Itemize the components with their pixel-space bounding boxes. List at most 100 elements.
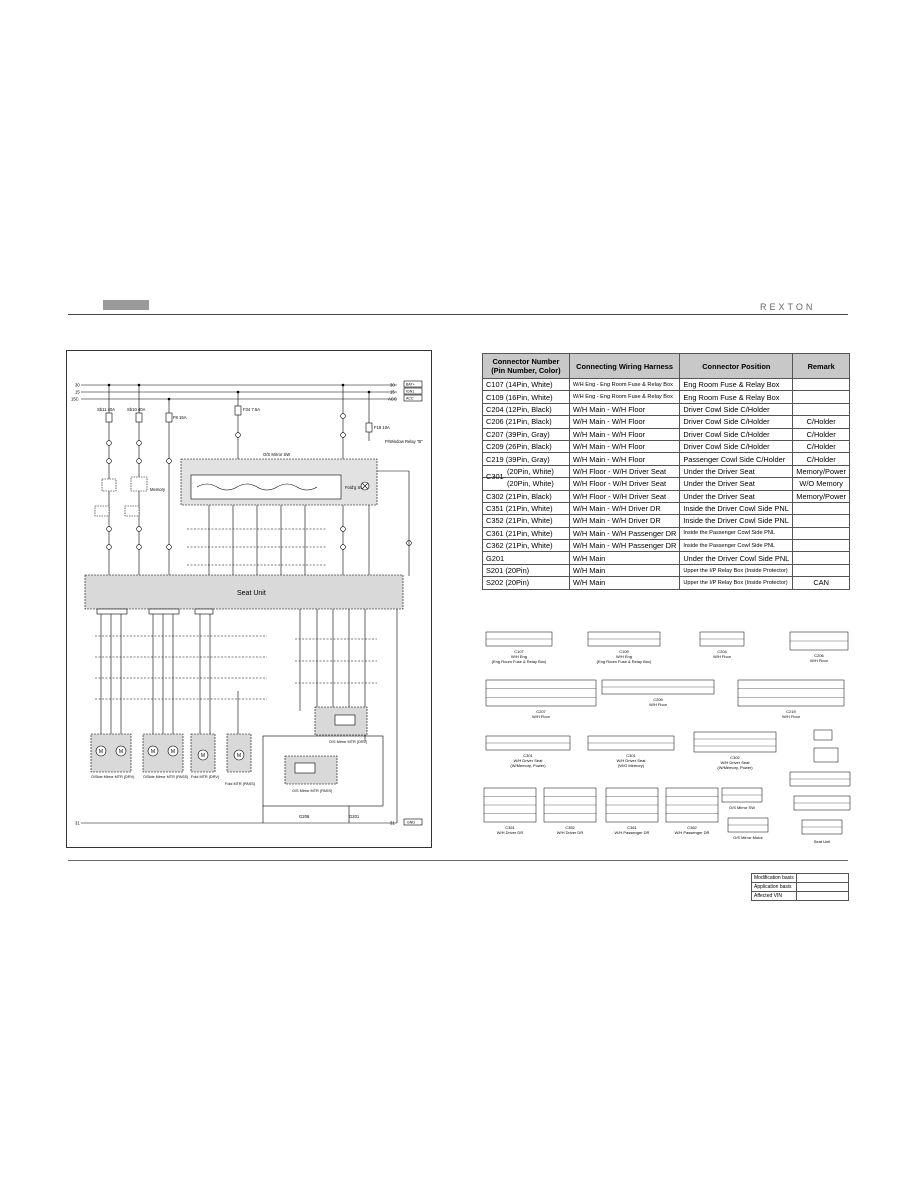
header-tab <box>103 300 149 310</box>
svg-text:W/H Floor: W/H Floor <box>713 654 732 659</box>
motor-label-2: O/Side Mirror MTR (PASS) <box>143 775 189 779</box>
svg-text:W/H Passenger DR: W/H Passenger DR <box>675 830 710 835</box>
table-row: C351 (21Pin, White)W/H Main - W/H Driver… <box>482 501 850 516</box>
svg-text:W/H Driver Seat: W/H Driver Seat <box>721 760 751 765</box>
connector-table: Connector Number (Pin Number, Color) Con… <box>482 353 850 590</box>
caption-c107: C107 <box>514 649 524 654</box>
fuse-f34: F34 7.5A <box>243 407 260 412</box>
caption-os-mirror-motor: O/S Mirror Motor <box>733 835 763 840</box>
caption-c352: C352 <box>565 825 575 830</box>
caption-c361: C361 <box>627 825 637 830</box>
caption-c206: C206 <box>814 653 824 658</box>
table-row: C301(20Pin, White)W/H Floor - W/H Driver… <box>482 464 850 481</box>
svg-text:(Eng Room Fuse & Relay Box): (Eng Room Fuse & Relay Box) <box>597 659 652 664</box>
svg-text:(W/Memory, Power): (W/Memory, Power) <box>510 763 546 768</box>
svg-text:W/H Eng: W/H Eng <box>511 654 527 659</box>
table-row: (20Pin, White)W/H Floor - W/H Driver Sea… <box>482 477 850 491</box>
svg-text:W/H Floor: W/H Floor <box>649 702 668 707</box>
fold-sw-label: Fold'g SW <box>345 485 364 490</box>
modification-table: Modification basis Application basis Aff… <box>751 873 850 901</box>
rail-label-left-1: 30 <box>75 383 80 388</box>
col-connector-number: Connector Number (Pin Number, Color) <box>482 353 570 379</box>
fuse-f8: F8 15A <box>173 415 187 420</box>
c301-label: C301 <box>486 471 504 481</box>
svg-text:W/H Driver Seat: W/H Driver Seat <box>514 758 544 763</box>
svg-text:M: M <box>171 749 175 755</box>
ground-g206: G206 <box>299 814 310 819</box>
svg-text:W/H Driver DR: W/H Driver DR <box>557 830 584 835</box>
svg-text:W/H Driver Seat: W/H Driver Seat <box>617 758 647 763</box>
caption-c209: C209 <box>653 697 663 702</box>
header-rule <box>68 314 848 315</box>
mirror-mtr-pass-label: O/S Mirror MTR (PASS) <box>292 789 333 793</box>
rail-tag-ign: IGN1 <box>406 390 414 394</box>
caption-c302: C302 <box>730 755 740 760</box>
svg-text:M: M <box>99 749 103 755</box>
rail-label-right-2: 15 <box>390 390 395 395</box>
svg-text:M: M <box>237 753 241 759</box>
ground-tag: GND <box>407 821 415 825</box>
svg-text:M: M <box>201 753 205 759</box>
caption-c219: C219 <box>786 709 796 714</box>
affected-vin-label: Affected VIN <box>751 891 797 901</box>
svg-text:W/H Floor: W/H Floor <box>810 658 829 663</box>
rail-label-left-2: 15 <box>75 390 80 395</box>
table-row: C109 (16Pin, White)W/H Eng - Eng Room Fu… <box>482 390 850 404</box>
table-row: C362 (21Pin, White)W/H Main - W/H Passen… <box>482 539 850 553</box>
motor-label-1: O/Side Mirror MTR (DRV) <box>91 775 135 779</box>
fuse-sb11: Sb11 40A <box>97 407 115 412</box>
ground-g201: G201 <box>349 814 360 819</box>
caption-c109: C109 <box>619 649 629 654</box>
brand-logo: REXTON <box>760 302 816 312</box>
caption-c204: C204 <box>717 649 727 654</box>
svg-text:W/H Eng: W/H Eng <box>616 654 632 659</box>
memory-label: Memory <box>150 487 166 492</box>
table-row: C107 (14Pin, White)W/H Eng - Eng Room Fu… <box>482 377 850 392</box>
svg-text:(Eng Room Fuse & Relay Box): (Eng Room Fuse & Relay Box) <box>492 659 547 664</box>
power-relay-label: P/Window Relay "B" <box>385 439 423 444</box>
fuse-sb10: Sb10 40A <box>127 407 146 412</box>
caption-c362: C362 <box>687 825 697 830</box>
footer-rule <box>68 860 848 861</box>
rail-label-right-1: 30 <box>390 383 395 388</box>
table-row: C361 (21Pin, White)W/H Main - W/H Passen… <box>482 526 850 541</box>
mirror-mtr-drv-label: O/S Mirror MTR (DRV) <box>329 740 368 744</box>
svg-text:W/H Passenger DR: W/H Passenger DR <box>615 830 650 835</box>
mirror-sw-title: O/S Mirror SW <box>263 452 290 457</box>
table-row: C352 (21Pin, White)W/H Main - W/H Driver… <box>482 514 850 528</box>
col-harness: Connecting Wiring Harness <box>568 353 681 379</box>
caption-c207: C207 <box>536 709 546 714</box>
app-basis-label: Application basis <box>751 882 797 892</box>
ground-label-right: 31 <box>390 821 395 826</box>
motor-label-3: Fold MTR (DRV) <box>191 775 220 779</box>
caption-c301b: C301 <box>626 753 636 758</box>
svg-text:M: M <box>119 749 123 755</box>
motor-label-4: Fold MTR (PASS) <box>225 782 256 786</box>
ground-label-left: 31 <box>75 821 80 826</box>
svg-text:(W/O Memory): (W/O Memory) <box>618 763 645 768</box>
col-remark: Remark <box>792 353 850 379</box>
rail-label-right-3: ACC <box>388 397 397 402</box>
rail-label-left-3: 15C <box>71 397 79 402</box>
caption-c351: C351 <box>505 825 515 830</box>
table-row: C302 (21Pin, Black)W/H Floor - W/H Drive… <box>482 489 850 503</box>
rail-tag-bat: BAT+ <box>406 383 415 387</box>
svg-text:W/H Driver DR: W/H Driver DR <box>497 830 524 835</box>
connector-pinouts: C107 W/H Eng (Eng Room Fuse & Relay Box)… <box>482 628 854 848</box>
caption-os-mirror-sw: O/S Mirror SW <box>729 805 755 810</box>
caption-seat-unit: Seat Unit <box>814 839 831 844</box>
caption-c301a: C301 <box>523 753 533 758</box>
wiring-diagram: 30 15 15C 30 15 ACC BAT+ IGN1 ACC Sb11 4… <box>66 350 432 848</box>
rail-tag-acc: ACC <box>406 397 414 401</box>
svg-text:W/H Floor: W/H Floor <box>532 714 551 719</box>
fuse-f18: F18 10A <box>374 425 390 430</box>
svg-text:W/H Floor: W/H Floor <box>782 714 801 719</box>
mod-basis-label: Modification basis <box>751 873 797 883</box>
